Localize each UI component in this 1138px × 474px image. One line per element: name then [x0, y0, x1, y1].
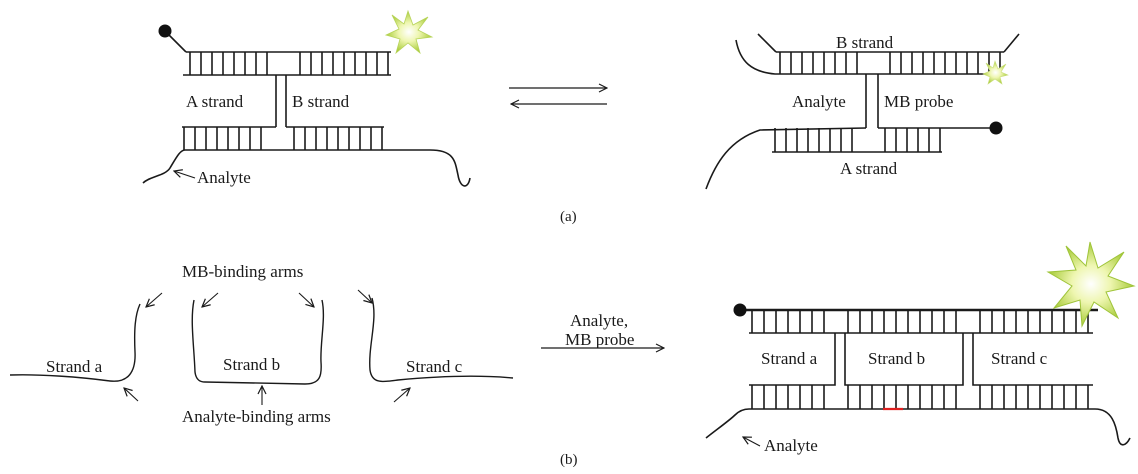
label-analyte: Analyte — [764, 436, 818, 455]
arrow-label-analyte: Analyte, — [570, 311, 628, 330]
fluorophore-burst-icon — [982, 60, 1009, 85]
label-analyte: Analyte — [792, 92, 846, 111]
b-strand-left-arm — [757, 33, 777, 53]
b-strand-right-arm — [1003, 33, 1020, 53]
analyte-upper-strand — [735, 39, 986, 75]
bottom-base-pairs — [183, 127, 383, 150]
analyte-lower-strand — [705, 127, 867, 190]
analyte-pointer-arrow — [174, 171, 196, 179]
panel-a-right-complex — [705, 33, 1020, 190]
analyte-pointer-arrow — [743, 437, 761, 447]
label-b-strand: B strand — [292, 92, 350, 111]
bottom-base-pairs — [774, 128, 941, 152]
analyte-strand — [142, 149, 471, 187]
strand-a-body — [749, 333, 836, 386]
bottom-base-pairs — [751, 385, 1089, 409]
quencher-dot-icon — [733, 303, 747, 317]
top-base-pairs — [189, 52, 389, 75]
fluorophore-burst-icon — [1046, 241, 1136, 328]
equilibrium-arrows — [509, 88, 607, 104]
top-base-pairs — [779, 52, 1001, 74]
label-strand-b: Strand b — [868, 349, 925, 368]
analyte-arm-pointer-a — [124, 388, 139, 402]
analyte-left-tail — [705, 408, 750, 439]
label-strand-c: Strand c — [406, 357, 463, 376]
panel-a-left-complex — [142, 32, 471, 187]
mb-arm-pointer-b-left — [202, 292, 219, 307]
arrow-label-mb-probe: MB probe — [565, 330, 634, 349]
analyte-arm-pointer-c — [393, 388, 410, 403]
label-strand-a: Strand a — [761, 349, 818, 368]
label-mb-probe: MB probe — [884, 92, 953, 111]
top-base-pairs — [751, 310, 1089, 333]
label-strand-a: Strand a — [46, 357, 103, 376]
quencher-linker — [166, 32, 187, 53]
label-analyte-binding-arms: Analyte-binding arms — [182, 407, 331, 426]
mb-arm-pointer-b-right — [298, 292, 314, 307]
quencher-dot-icon — [158, 24, 172, 38]
mb-arm-pointer-a — [146, 292, 163, 307]
label-mb-binding-arms: MB-binding arms — [182, 262, 303, 281]
label-b-strand: B strand — [836, 33, 894, 52]
strand-c-free — [369, 297, 514, 383]
panel-b-assembled-complex — [705, 308, 1131, 447]
label-a-strand: A strand — [840, 159, 898, 178]
strand-c-body — [972, 333, 1093, 386]
caption-b: (b) — [560, 452, 578, 468]
strand-a-free — [9, 303, 141, 382]
label-strand-b: Strand b — [223, 355, 280, 374]
fluorophore-burst-icon — [384, 9, 434, 55]
panel-b-free-strands — [9, 289, 664, 405]
label-a-strand: A strand — [186, 92, 244, 111]
strand-b-free — [191, 299, 325, 385]
caption-a: (a) — [560, 209, 577, 225]
quencher-dot-icon — [989, 121, 1003, 135]
analyte-right-tail — [1094, 408, 1131, 446]
label-strand-c: Strand c — [991, 349, 1048, 368]
strand-b-body — [844, 333, 964, 386]
label-analyte: Analyte — [197, 168, 251, 187]
mb-arm-pointer-c — [357, 289, 372, 303]
